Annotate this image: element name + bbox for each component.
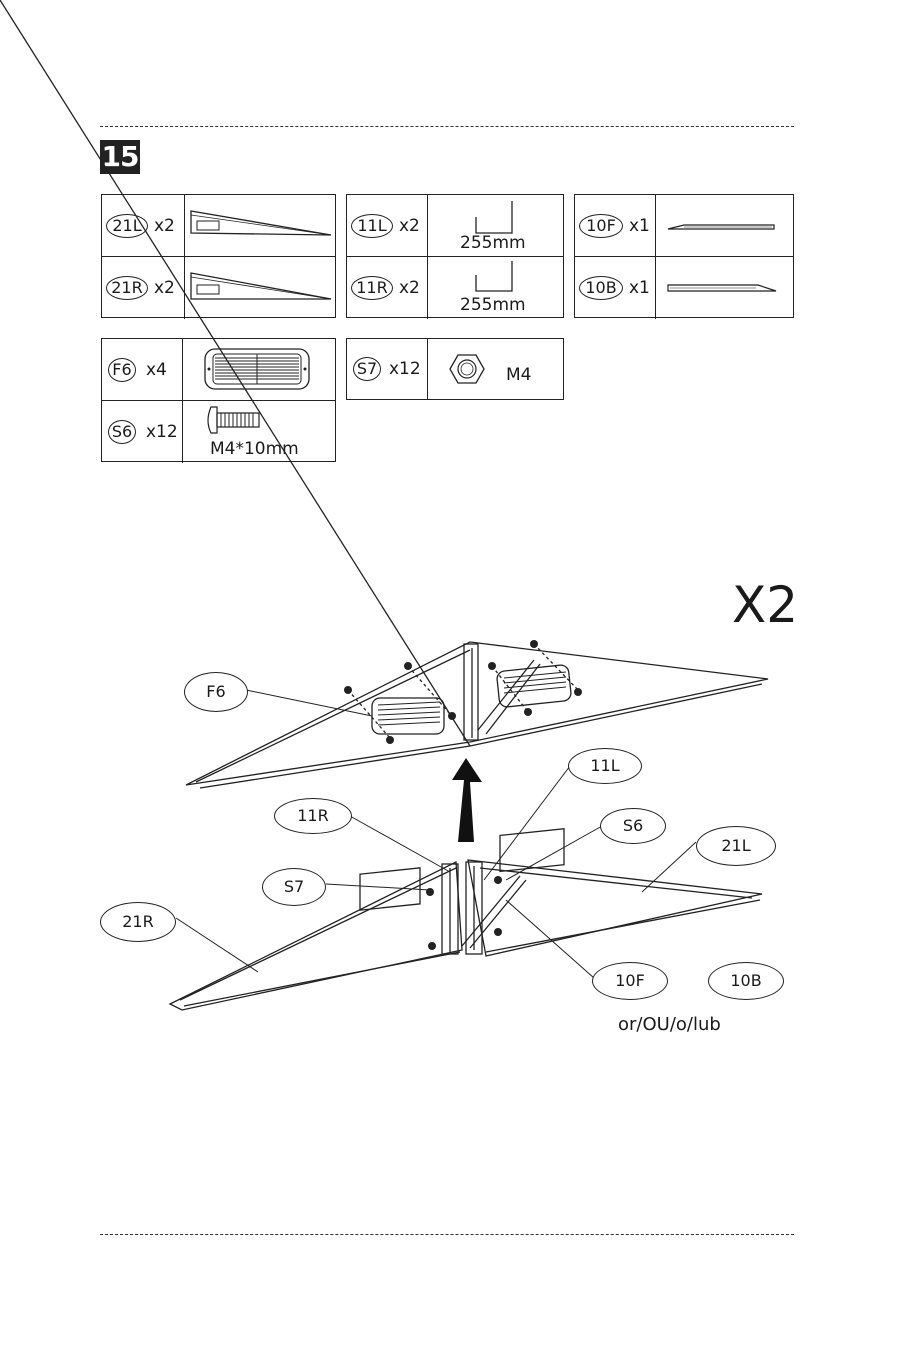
callout-10F: 10F <box>592 962 668 1000</box>
callout-10B: 10B <box>708 962 784 1000</box>
callout-11R: 11R <box>274 798 352 834</box>
callout-F6: F6 <box>184 672 248 712</box>
callout-21L: 21L <box>696 826 776 866</box>
callout-21R: 21R <box>100 902 176 942</box>
callout-S6: S6 <box>600 808 666 844</box>
alternative-note: or/OU/o/lub <box>618 1014 721 1035</box>
callout-S7: S7 <box>262 868 326 906</box>
callout-11L: 11L <box>568 748 642 784</box>
